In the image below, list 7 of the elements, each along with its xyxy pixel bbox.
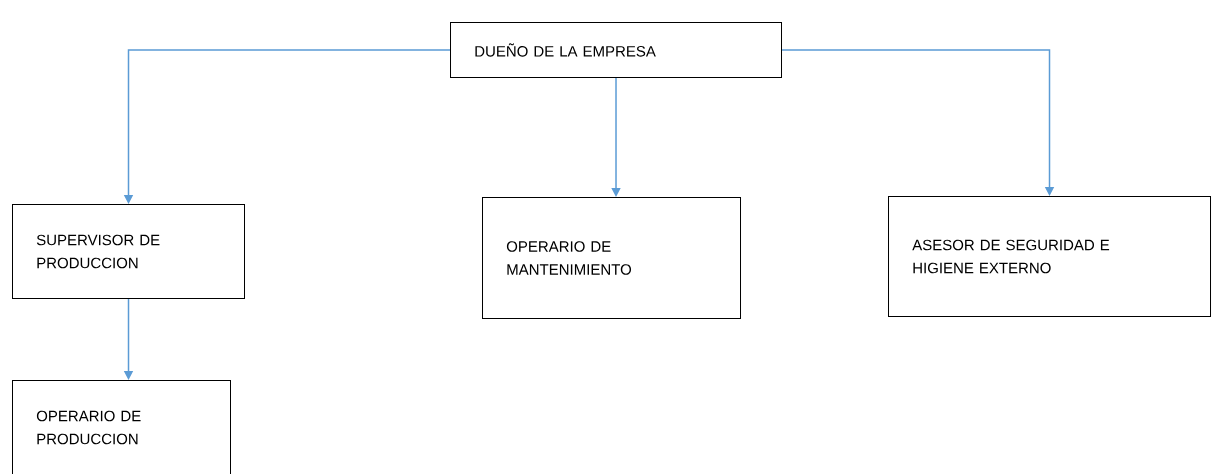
org-box: SUPERVISOR DE PRODUCCION: [12, 204, 245, 299]
arrow: [781, 49, 1055, 196]
org-box: OPERARIO DE MANTENIMIENTO: [482, 197, 741, 319]
org-box: ASESOR DE SEGURIDAD E HIGIENE EXTERNO: [888, 196, 1211, 317]
org-box: OPERARIO DE PRODUCCION: [12, 380, 231, 474]
org-box: DUEÑO DE LA EMPRESA: [450, 22, 782, 78]
arrow: [611, 77, 621, 197]
